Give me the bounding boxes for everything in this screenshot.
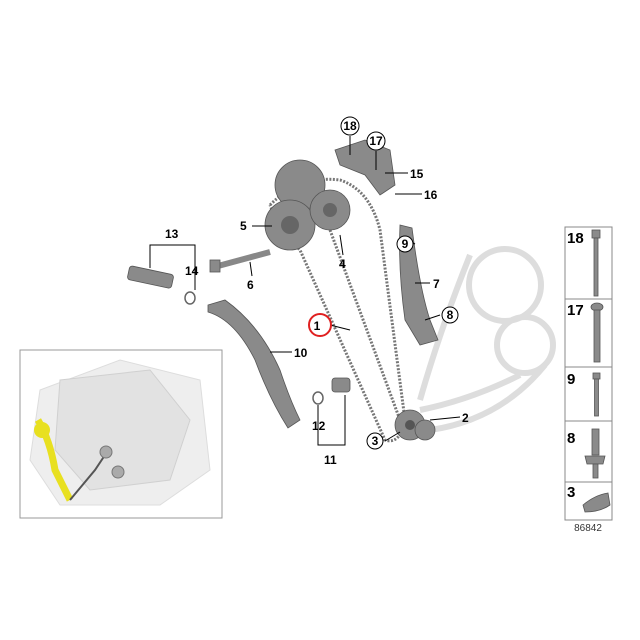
callout-7[interactable]: 7 <box>433 277 440 291</box>
plug-11 <box>312 377 351 405</box>
crankshaft-sprocket <box>394 409 436 441</box>
panel-item-17[interactable]: 17 <box>567 302 604 363</box>
callout-label: 17 <box>369 134 383 148</box>
callout-12[interactable]: 12 <box>312 419 326 433</box>
chain-tensioner-13 <box>127 265 196 305</box>
callout-17[interactable]: 17 <box>366 131 386 151</box>
callout-3[interactable]: 3 <box>366 432 384 450</box>
callout-16[interactable]: 16 <box>424 188 438 202</box>
callout-14[interactable]: 14 <box>185 264 199 278</box>
panel-label: 18 <box>567 230 584 247</box>
guide-rail-7 <box>399 224 439 346</box>
camshaft-adjusters <box>264 159 351 251</box>
engine-location-inset <box>19 349 223 519</box>
bracket-15 <box>334 139 396 196</box>
diagram-id: 86842 <box>574 523 602 534</box>
callout-13[interactable]: 13 <box>165 227 179 241</box>
panel-item-18[interactable]: 18 <box>567 229 601 297</box>
panel-item-8[interactable]: 8 <box>567 428 606 479</box>
callout-18[interactable]: 18 <box>340 116 360 136</box>
panel-item-3[interactable]: 3 <box>567 484 611 513</box>
leader-lines <box>149 136 461 446</box>
panel-label: 9 <box>567 371 575 388</box>
callout-label: 18 <box>343 119 357 133</box>
panel-item-9[interactable]: 9 <box>567 371 601 417</box>
bolt-6 <box>209 249 271 273</box>
callout-6[interactable]: 6 <box>247 278 254 292</box>
ghost-secondary-chain <box>417 246 556 433</box>
callout-label: 3 <box>372 434 379 448</box>
callout-4[interactable]: 4 <box>339 257 346 271</box>
panel-label: 3 <box>567 484 575 501</box>
callout-1-highlighted[interactable]: 1 <box>308 313 332 337</box>
callout-15[interactable]: 15 <box>410 167 424 181</box>
panel-label: 8 <box>567 430 575 447</box>
callout-11[interactable]: 11 <box>324 453 337 467</box>
callout-label: 1 <box>314 319 321 333</box>
callout-label: 9 <box>402 237 409 251</box>
tensioner-rail-10 <box>207 299 301 429</box>
callout-5[interactable]: 5 <box>240 219 247 233</box>
panel-label: 17 <box>567 302 584 319</box>
callout-2[interactable]: 2 <box>462 411 469 425</box>
callout-8[interactable]: 8 <box>441 306 459 324</box>
callout-10[interactable]: 10 <box>294 346 308 360</box>
callout-label: 8 <box>447 308 454 322</box>
callout-9[interactable]: 9 <box>396 235 414 253</box>
hardware-side-panel: 18 17 9 8 3 <box>564 226 613 521</box>
